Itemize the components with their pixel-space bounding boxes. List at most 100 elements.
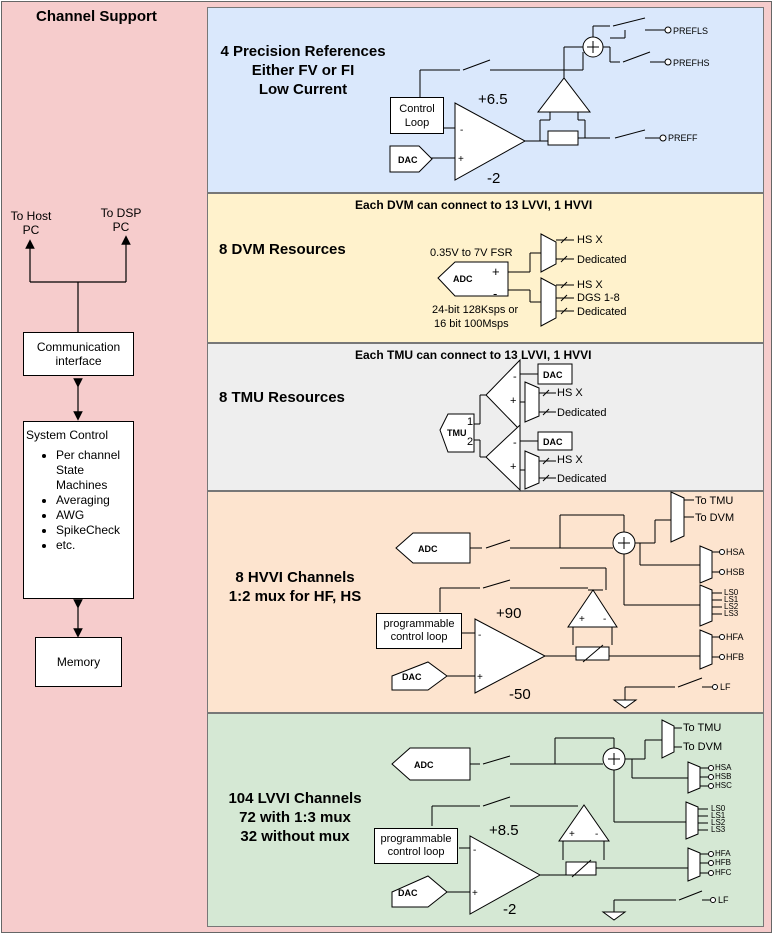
lvvi-ls-out: LS2 bbox=[711, 818, 726, 827]
dvm-adc-label: ADC bbox=[453, 274, 473, 284]
hvvi-plus-rail: +90 bbox=[496, 605, 522, 622]
svg-text:-: - bbox=[493, 286, 497, 301]
hvvi-ls-out: LS0 bbox=[724, 588, 739, 597]
lvvi-hs-out: HSC bbox=[715, 781, 732, 790]
svg-text:-: - bbox=[473, 845, 476, 856]
lvvi-minus-rail: -2 bbox=[503, 901, 517, 918]
svg-text:+: + bbox=[477, 672, 483, 683]
hvvi-to-tmu: To TMU bbox=[695, 495, 734, 507]
tmu-panel bbox=[207, 343, 764, 491]
svg-text:-: - bbox=[460, 125, 463, 136]
list-item: etc. bbox=[56, 538, 133, 553]
hvvi-to-dvm: To DVM bbox=[695, 512, 735, 524]
hvvi-hs-out: HSB bbox=[726, 567, 745, 577]
tmu-title: 8 TMU Resources bbox=[219, 389, 345, 406]
list-item: SpikeCheck bbox=[56, 523, 133, 538]
lvvi-prog-label: programmable control loop bbox=[380, 833, 452, 858]
dvm-mux1-out: Dedicated bbox=[577, 254, 627, 266]
hvvi-title-line: 8 HVVI Channels bbox=[235, 569, 355, 586]
to-dsp-label: To DSP PC bbox=[100, 206, 142, 234]
tmu-dac-label: DAC bbox=[543, 370, 563, 380]
list-item: Averaging bbox=[56, 493, 133, 508]
hvvi-minus-rail: -50 bbox=[509, 686, 531, 703]
lvvi-hf-out: HFC bbox=[715, 868, 732, 877]
svg-text:+: + bbox=[458, 154, 464, 165]
tmu-mux-out: HS X bbox=[557, 387, 583, 399]
ref-out-preff: PREFF bbox=[668, 133, 698, 143]
dvm-mux2-out: DGS 1-8 bbox=[577, 292, 620, 304]
lvvi-to-dvm: To DVM bbox=[683, 741, 723, 753]
hvvi-ls-out: LS1 bbox=[724, 595, 739, 604]
tmu-dac-label: DAC bbox=[543, 437, 563, 447]
system-control-title: System Control bbox=[26, 428, 109, 442]
lvvi-title-line: 72 with 1:3 mux bbox=[239, 809, 351, 826]
lvvi-programmable-control-loop: programmable control loop bbox=[374, 828, 458, 864]
lvvi-title-line: 32 without mux bbox=[240, 828, 350, 845]
lvvi-hf-out: HFB bbox=[715, 858, 731, 867]
tmu-mux-out: Dedicated bbox=[557, 407, 607, 419]
svg-text:+: + bbox=[510, 461, 516, 473]
lvvi-ls-out: LS1 bbox=[711, 811, 726, 820]
dvm-title: 8 DVM Resources bbox=[219, 241, 346, 258]
dvm-header: Each DVM can connect to 13 LVVI, 1 HVVI bbox=[355, 198, 593, 212]
hvvi-programmable-control-loop: programmable control loop bbox=[376, 613, 462, 649]
system-control-box: System Control Per channel State Machine… bbox=[23, 421, 134, 599]
hvvi-lf-out: LF bbox=[720, 682, 731, 692]
svg-text:-: - bbox=[513, 371, 517, 383]
left-connectors bbox=[25, 235, 131, 638]
lvvi-hs-out: HSA bbox=[715, 763, 732, 772]
ref-control-loop-label: Control Loop bbox=[399, 102, 435, 129]
dvm-fsr: 0.35V to 7V FSR bbox=[430, 247, 513, 259]
ref-title: 4 Precision References Either FV or FI L… bbox=[213, 42, 393, 99]
svg-text:-: - bbox=[603, 614, 606, 625]
dvm-mux2-out: HS X bbox=[577, 279, 603, 291]
lvvi-plus-rail: +8.5 bbox=[489, 822, 519, 839]
ref-plus-rail: +6.5 bbox=[478, 91, 508, 108]
lvvi-hs-out: HSB bbox=[715, 772, 732, 781]
page-title: Channel Support bbox=[36, 8, 157, 25]
hvvi-ls-out: LS2 bbox=[724, 602, 739, 611]
svg-text:+: + bbox=[569, 829, 575, 840]
hvvi-title: 8 HVVI Channels 1:2 mux for HF, HS bbox=[220, 568, 370, 606]
lvvi-dac-label: DAC bbox=[398, 888, 418, 898]
hvvi-hf-out: HFA bbox=[726, 632, 744, 642]
lvvi-hf-out: HFA bbox=[715, 849, 731, 858]
hvvi-prog-label: programmable control loop bbox=[383, 618, 455, 643]
dvm-mux1-out: HS X bbox=[577, 234, 603, 246]
lvvi-adc-label: ADC bbox=[414, 760, 434, 770]
ref-minus-rail: -2 bbox=[487, 170, 501, 187]
ref-title-line: Either FV or FI bbox=[251, 62, 355, 79]
svg-text:-: - bbox=[513, 437, 517, 449]
tmu-label: TMU bbox=[447, 428, 467, 438]
ref-dac-symbol bbox=[389, 145, 433, 173]
svg-text:-: - bbox=[478, 630, 481, 641]
svg-text:-: - bbox=[595, 829, 598, 840]
svg-text:+: + bbox=[579, 614, 585, 625]
lvvi-lf-out: LF bbox=[718, 895, 729, 905]
tmu-header: Each TMU can connect to 13 LVVI, 1 HVVI bbox=[355, 348, 592, 362]
hvvi-title-line: 1:2 mux for HF, HS bbox=[228, 588, 362, 605]
list-item: AWG bbox=[56, 508, 133, 523]
hvvi-ls-out: LS3 bbox=[724, 609, 739, 618]
ref-control-loop-box: Control Loop bbox=[390, 97, 444, 134]
lvvi-title-line: 104 LVVI Channels bbox=[228, 790, 362, 807]
hvvi-hf-out: HFB bbox=[726, 652, 744, 662]
tmu-mux-out: HS X bbox=[557, 454, 583, 466]
to-host-label: To Host PC bbox=[10, 209, 52, 237]
dvm-mux2-out: Dedicated bbox=[577, 306, 627, 318]
dvm-resolution-2: 16 bit 100Msps bbox=[434, 318, 509, 330]
ref-title-line: 4 Precision References bbox=[220, 43, 386, 60]
system-control-list: Per channel State Machines Averaging AWG… bbox=[26, 448, 133, 553]
tmu-input-2: 2 bbox=[467, 436, 474, 448]
tmu-mux-out: Dedicated bbox=[557, 473, 607, 485]
hvvi-hs-out: HSA bbox=[726, 547, 745, 557]
ref-title-line: Low Current bbox=[258, 81, 348, 98]
memory-label: Memory bbox=[56, 655, 101, 669]
communication-interface-label: Communication interface bbox=[36, 340, 121, 368]
lvvi-ls-out: LS3 bbox=[711, 825, 726, 834]
dvm-resolution-1: 24-bit 128Ksps or bbox=[432, 304, 519, 316]
